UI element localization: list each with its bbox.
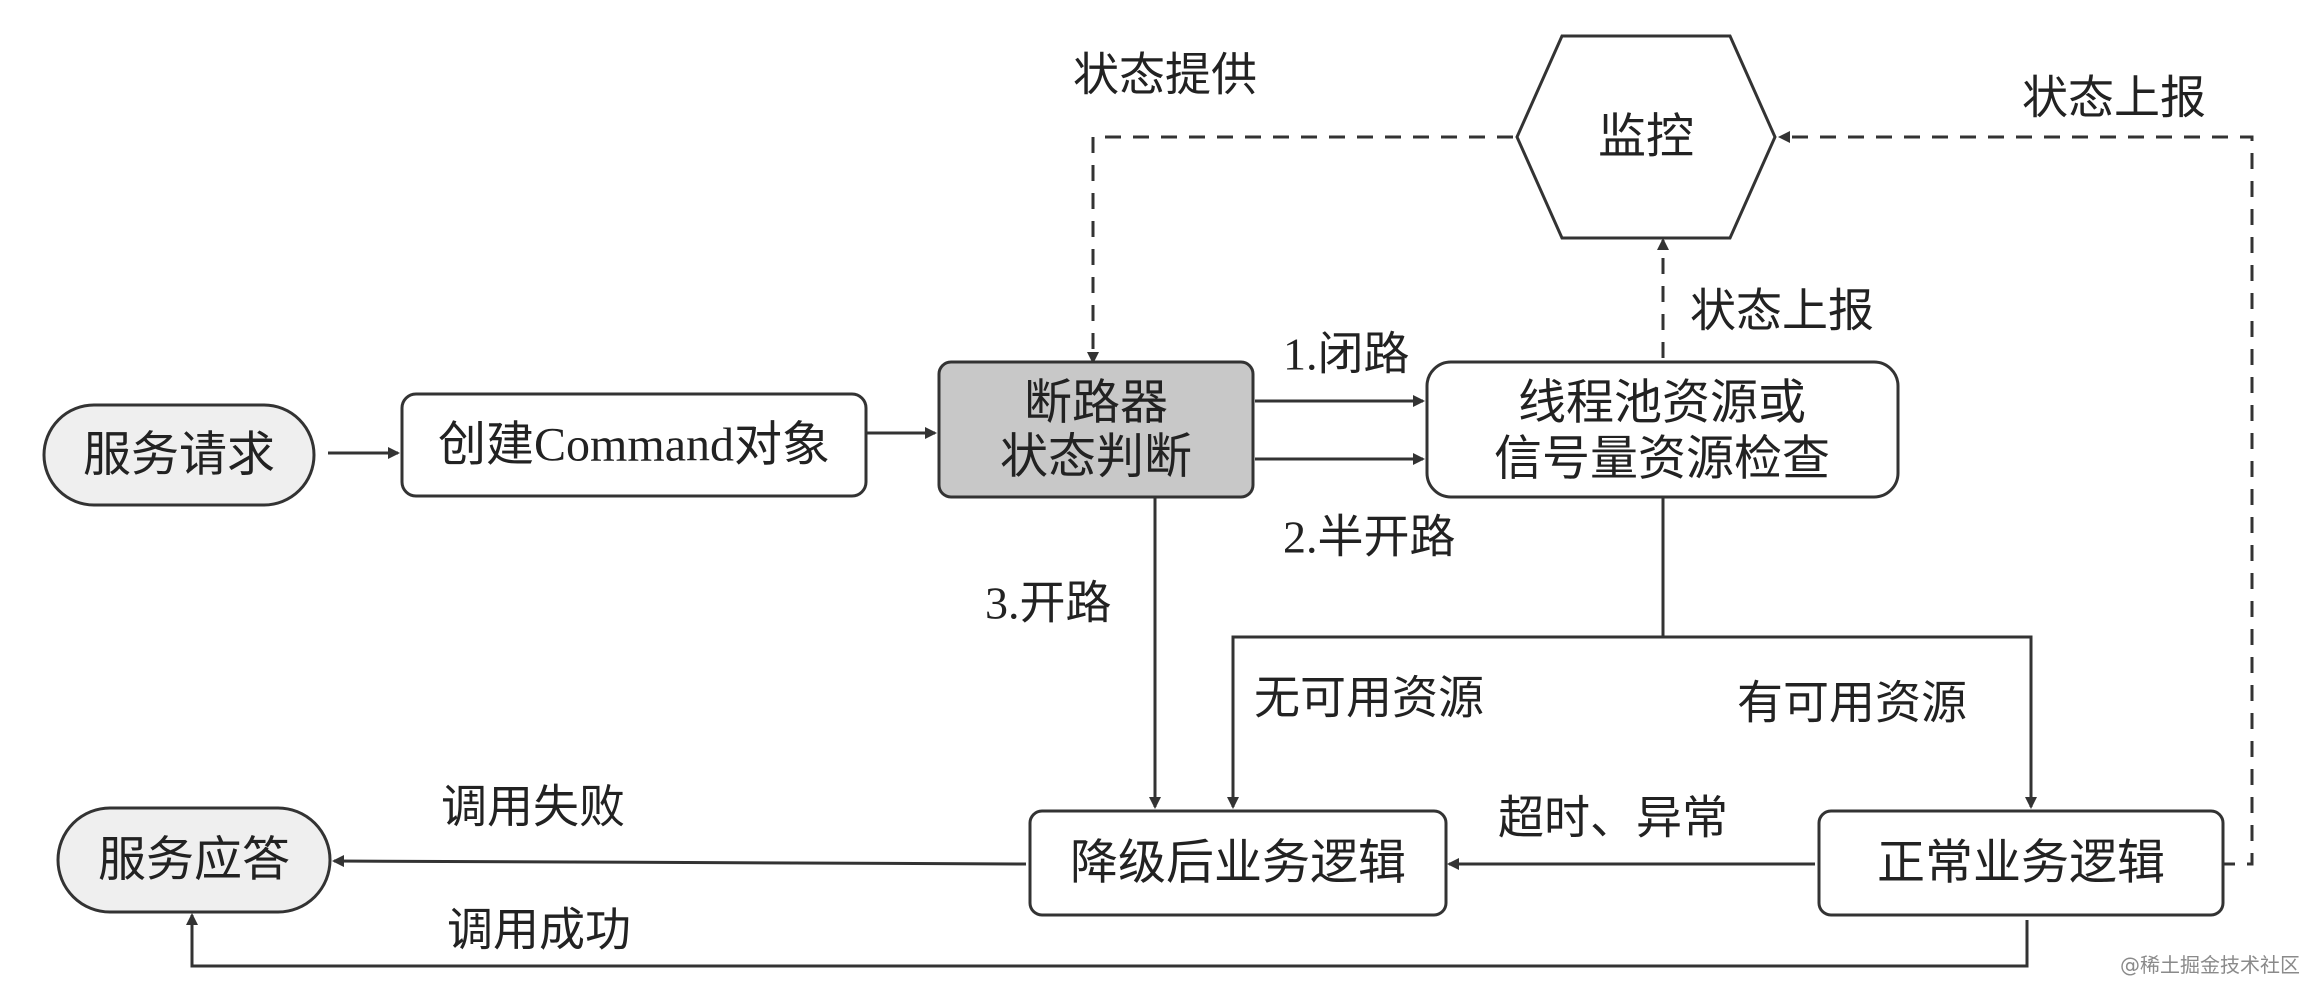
svg-text:服务应答: 服务应答 [98, 834, 290, 887]
label-call-failed: 调用失败 [441, 782, 625, 833]
edge-call-success [186, 913, 2029, 968]
node-resource-check: 线程池资源或 信号量资源检查 [1425, 360, 1900, 499]
svg-text:信号量资源检查: 信号量资源检查 [1494, 433, 1830, 486]
node-normal-logic: 正常业务逻辑 [1817, 809, 2225, 917]
label-state-report-up: 状态上报 [1690, 286, 1874, 337]
svg-text:状态判断: 状态判断 [1000, 431, 1192, 484]
node-service-request: 服务请求 [42, 403, 316, 507]
svg-text:降级后业务逻辑: 降级后业务逻辑 [1070, 837, 1406, 890]
edge-call-failed [332, 855, 1027, 868]
label-state-report-right: 状态上报 [2022, 73, 2206, 124]
edge-state-report-right [1778, 131, 2254, 866]
svg-text:监控: 监控 [1598, 111, 1694, 164]
label-call-success: 调用成功 [447, 905, 631, 956]
label-half-open: 2.半开路 [1283, 512, 1456, 563]
node-fallback-logic: 降级后业务逻辑 [1028, 809, 1448, 917]
watermark: @稀土掘金技术社区 [2120, 953, 2300, 977]
label-no-resource: 无可用资源 [1254, 673, 1484, 724]
node-create-command: 创建Command对象 [400, 392, 868, 498]
svg-text:服务请求: 服务请求 [83, 429, 275, 482]
svg-text:线程池资源或: 线程池资源或 [1518, 377, 1806, 430]
label-closed: 1.闭路 [1283, 329, 1410, 380]
label-open: 3.开路 [985, 578, 1112, 629]
svg-text:创建Command对象: 创建Command对象 [438, 419, 830, 472]
svg-text:正常业务逻辑: 正常业务逻辑 [1877, 837, 2165, 890]
svg-text:断路器: 断路器 [1024, 377, 1168, 430]
edge-state-provide [1087, 135, 1513, 364]
edge-resource-split [1231, 635, 2033, 807]
label-has-resource: 有可用资源 [1737, 678, 1967, 729]
node-breaker-state: 断路器 状态判断 [937, 360, 1255, 499]
node-monitor: 监控 [1515, 34, 1777, 240]
node-service-response: 服务应答 [56, 806, 332, 914]
label-timeout-exception: 超时、异常 [1498, 793, 1728, 844]
label-state-provide: 状态提供 [1073, 50, 1257, 101]
